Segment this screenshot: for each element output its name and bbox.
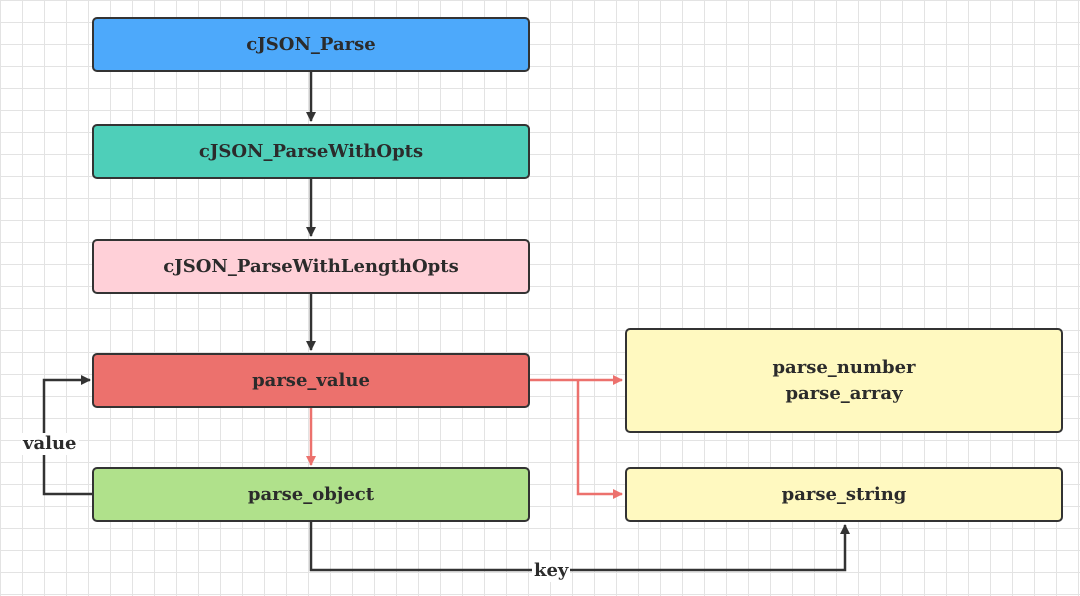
edge-label-value: value — [21, 433, 79, 455]
node-cjson-parse-label: cJSON_Parse — [246, 33, 376, 55]
edge-parse-value-to-parse-string — [576, 380, 623, 499]
node-parse-string-label: parse_string — [781, 483, 907, 505]
edge-parse-object-to-parse-string — [309, 522, 850, 572]
node-cjson-parse: cJSON_Parse — [92, 17, 530, 72]
node-parse-value: parse_value — [92, 353, 530, 408]
node-parse-array-label: parse_array — [785, 382, 903, 404]
node-cjson-parse-with-opts-label: cJSON_ParseWithOpts — [198, 140, 424, 162]
node-parse-string: parse_string — [625, 467, 1063, 522]
node-cjson-parse-with-length-opts: cJSON_ParseWithLengthOpts — [92, 239, 530, 294]
node-parse-object-label: parse_object — [247, 483, 375, 505]
node-parse-object: parse_object — [92, 467, 530, 522]
node-cjson-parse-with-opts: cJSON_ParseWithOpts — [92, 124, 530, 179]
node-parse-number-array: parse_number parse_array — [625, 328, 1063, 433]
edge-label-key: key — [532, 560, 571, 582]
node-cjson-parse-with-length-opts-label: cJSON_ParseWithLengthOpts — [163, 255, 459, 277]
node-parse-value-label: parse_value — [252, 369, 370, 391]
node-parse-number-label: parse_number — [772, 356, 916, 378]
